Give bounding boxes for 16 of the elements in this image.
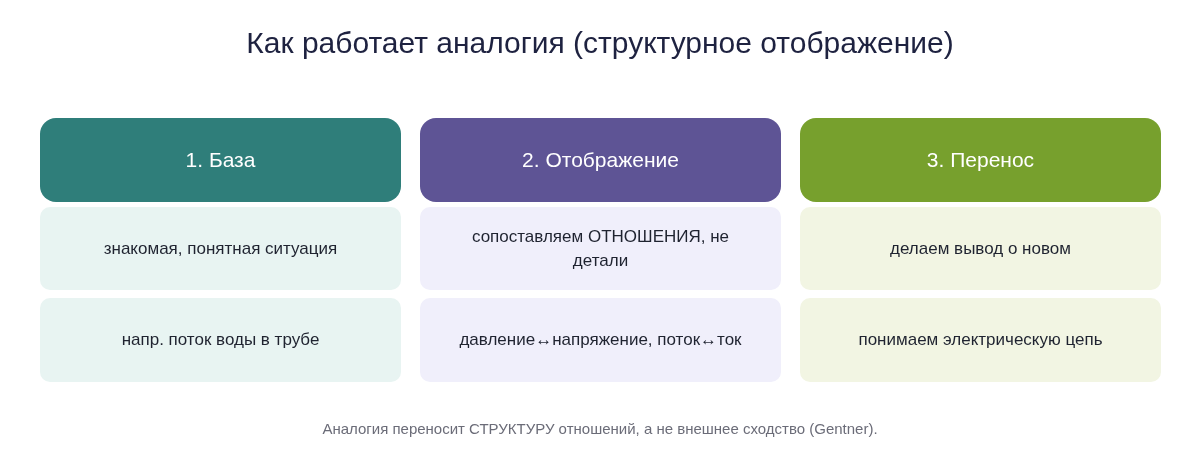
- card-text: понимаем электрическую цепь: [858, 330, 1103, 349]
- card-text: знакомая, понятная ситуация: [103, 238, 338, 258]
- diagram-title: Как работает аналогия (структурное отображение): [246, 26, 954, 59]
- card-text: делаем вывод о новом: [890, 238, 1071, 258]
- step-title: 2. Отображение: [522, 148, 679, 171]
- caption-text: Аналогия переносит СТРУКТУРУ отношений, а не внешнее сходство (Gentner).: [322, 420, 878, 437]
- step-title: 1. База: [185, 148, 256, 171]
- step-header: [800, 118, 1161, 202]
- step-header: [40, 118, 401, 202]
- step-header: [420, 118, 781, 202]
- description-card: [800, 298, 1161, 382]
- card-text: напр. поток воды в трубе: [121, 330, 320, 349]
- description-card: [800, 207, 1161, 290]
- step-title: 3. Перенос: [926, 148, 1035, 171]
- card-text: давление↔напряжение, поток↔ток: [459, 330, 742, 349]
- card-text: сопоставляем ОТНОШЕНИЯ, не детали: [471, 226, 730, 270]
